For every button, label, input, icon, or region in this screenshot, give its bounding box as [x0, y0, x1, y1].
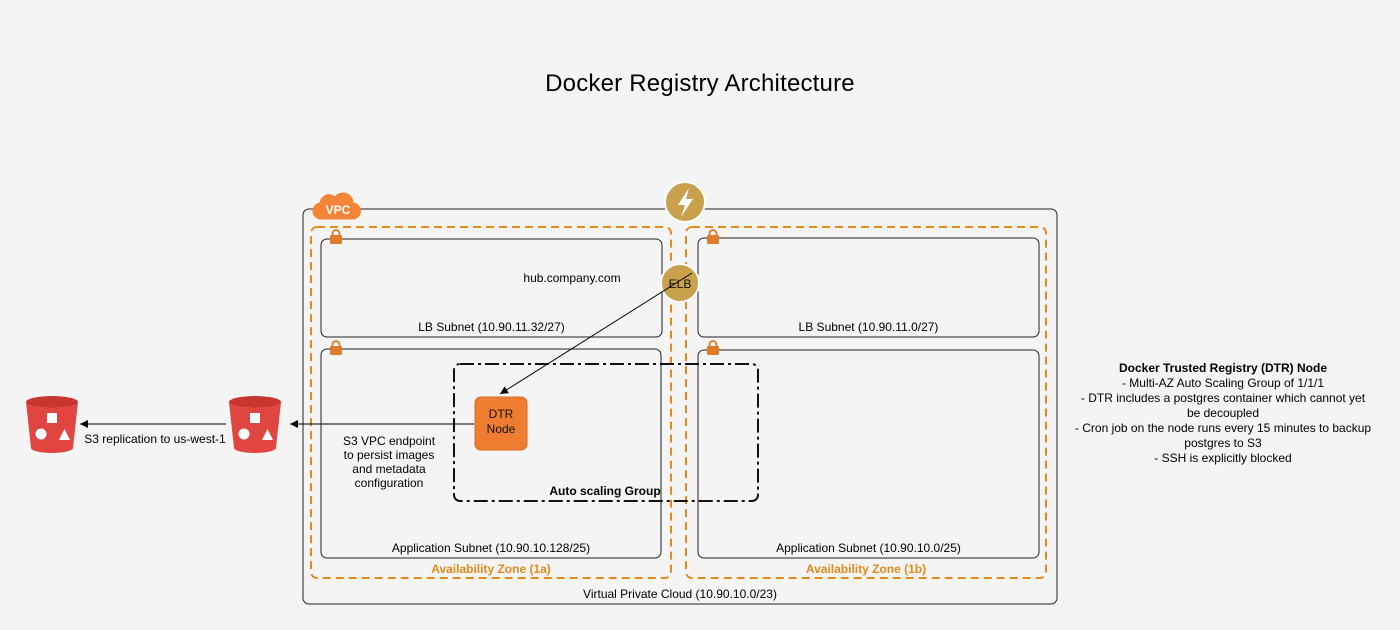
- vpc-label: Virtual Private Cloud (10.90.10.0/23): [583, 587, 777, 601]
- auto-scaling-group-label: Auto scaling Group: [549, 484, 661, 498]
- app-subnet-1a-label: Application Subnet (10.90.10.128/25): [391, 541, 591, 555]
- availability-zone-1b: [685, 226, 1047, 579]
- lb-subnet-1b-label: LB Subnet (10.90.11.0/27): [798, 320, 939, 334]
- dtr-node-label: DTR Node: [475, 407, 527, 437]
- notes-line: - Multi-AZ Auto Scaling Group of 1/1/1: [1121, 376, 1325, 390]
- notes-line: postgres to S3: [1184, 436, 1262, 450]
- s3-bucket-icon: [26, 396, 78, 453]
- app-subnet-1b: [697, 349, 1040, 559]
- hostname-label: hub.company.com: [523, 271, 621, 285]
- app-subnet-1a: [320, 348, 662, 559]
- notes-heading: Docker Trusted Registry (DTR) Node: [1118, 361, 1328, 375]
- notes-line: - DTR includes a postgres container whic…: [1080, 391, 1366, 405]
- vpc-badge-label: VPC: [325, 203, 351, 217]
- dtr-node-line1: DTR: [488, 407, 514, 421]
- availability-zone-1a: [310, 226, 672, 579]
- dtr-node: [474, 396, 528, 451]
- elb-icon: [660, 263, 700, 303]
- dtr-node-line2: Node: [486, 422, 516, 436]
- diagram-title: Docker Registry Architecture: [545, 70, 855, 97]
- elb-to-dtr-arrow: [499, 272, 693, 395]
- elb-label: ELB: [668, 277, 692, 291]
- auto-scaling-group: [453, 363, 759, 502]
- availability-zone-1a-label: Availability Zone (1a): [431, 562, 551, 576]
- s3-endpoint-line: S3 VPC endpoint: [342, 434, 436, 448]
- notes-line: - Cron job on the node runs every 15 min…: [1074, 421, 1372, 435]
- s3-endpoint-line: to persist images: [343, 448, 435, 462]
- s3-endpoint-line: and metadata: [352, 462, 426, 476]
- lb-subnet-1a-label: LB Subnet (10.90.11.32/27): [418, 320, 565, 334]
- replication-label: S3 replication to us-west-1: [84, 432, 226, 446]
- notes-line: be decoupled: [1186, 406, 1260, 420]
- lightning-icon: [664, 181, 706, 223]
- dtr-notes: Docker Trusted Registry (DTR) Node - Mul…: [1060, 361, 1386, 466]
- notes-line: - SSH is explicitly blocked: [1154, 451, 1292, 465]
- availability-zone-1b-label: Availability Zone (1b): [805, 562, 927, 576]
- lock-icon: [330, 340, 342, 355]
- vpc-cloud-icon: [312, 192, 361, 220]
- lock-icon: [707, 340, 719, 355]
- s3-endpoint-label: S3 VPC endpoint to persist images and me…: [334, 434, 444, 490]
- app-subnet-1b-label: Application Subnet (10.90.10.0/25): [776, 541, 961, 555]
- s3-bucket-icon: [229, 396, 281, 453]
- s3-endpoint-line: configuration: [354, 476, 424, 490]
- lock-icon: [330, 229, 342, 244]
- lock-icon: [707, 229, 719, 244]
